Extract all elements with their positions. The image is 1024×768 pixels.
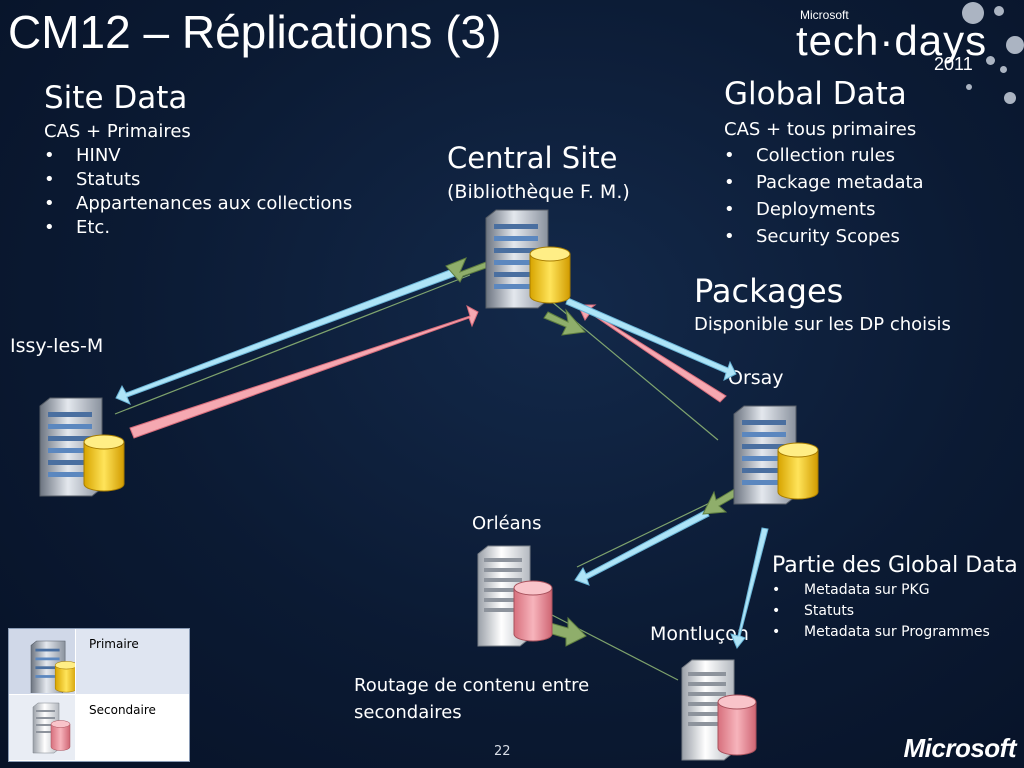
- list-item: HINV: [44, 144, 352, 168]
- techdays-year: 2011: [934, 54, 973, 74]
- list-item: Security Scopes: [724, 223, 924, 250]
- site-data-arrow-issy-to-central: [129, 304, 479, 439]
- global-data-subtitle: CAS + tous primaires: [724, 119, 917, 140]
- site-data-arrow: [129, 304, 727, 439]
- orsay-server-icon: [733, 405, 819, 505]
- list-item: Deployments: [724, 196, 924, 223]
- site-label-montlucon: Montluçon: [650, 623, 749, 645]
- global-data-arrow-central-to-orsay: [565, 297, 737, 381]
- global-data-heading: Global Data: [724, 76, 907, 112]
- partial-global-data-block: Partie des Global Data Metadata sur PKG …: [772, 552, 1018, 643]
- site-label-issy: Issy-les-M: [10, 335, 104, 357]
- global-data-arrow-orsay-to-orleans: [574, 509, 710, 586]
- slide-title: CM12 – Réplications (3): [8, 6, 502, 58]
- global-data-arrow: [115, 267, 769, 649]
- list-item: Package metadata: [724, 169, 924, 196]
- list-item: Statuts: [772, 601, 1018, 622]
- partial-global-data-heading: Partie des Global Data: [772, 553, 1018, 578]
- site-data-arrow-orsay-to-central: [577, 304, 727, 403]
- techdays-logo: tech·days: [796, 17, 988, 64]
- list-item: Etc.: [44, 216, 352, 240]
- link-line-orleans-orsay: [576, 497, 721, 568]
- microsoft-small-logo: Microsoft: [800, 8, 849, 22]
- packages-block: Packages Disponible sur les DP choisis: [694, 273, 951, 337]
- central-site-server-icon: [485, 209, 571, 309]
- package-arrow-central-orsay: [543, 308, 586, 336]
- content-routing-note-line2: secondaires: [354, 702, 462, 723]
- orleans-server-icon: [477, 545, 553, 647]
- montlucon-server-icon: [681, 659, 757, 761]
- content-routing-note: Routage de contenu entre secondaires: [354, 672, 589, 726]
- site-label-orsay: Orsay: [728, 367, 784, 389]
- legend-secondary-label: Secondaire: [89, 703, 156, 717]
- legend-primary-label: Primaire: [89, 637, 139, 651]
- package-arrow-issy-central: [445, 257, 490, 283]
- site-data-subtitle: CAS + Primaires: [44, 121, 191, 142]
- primary-server-icon: [30, 640, 78, 696]
- microsoft-brand-logo: Microsoft: [903, 733, 1017, 763]
- legend-table: Primaire Secondaire: [8, 628, 190, 762]
- site-data-block: Site Data CAS + Primaires HINV Statuts A…: [44, 80, 352, 240]
- legend-row-primary: Primaire: [9, 629, 189, 696]
- list-item: Metadata sur PKG: [772, 580, 1018, 601]
- link-line-issy-central: [114, 274, 471, 415]
- central-site-heading: Central Site: [447, 141, 618, 175]
- site-data-list: HINV Statuts Appartenances aux collectio…: [44, 144, 352, 240]
- page-number: 22: [494, 744, 511, 759]
- packages-subtitle: Disponible sur les DP choisis: [694, 314, 951, 335]
- global-data-arrow-central-to-issy: [115, 267, 459, 405]
- legend-primary-cell: [9, 629, 78, 696]
- list-item: Metadata sur Programmes: [772, 622, 1018, 643]
- site-data-heading: Site Data: [44, 80, 188, 116]
- global-data-list: Collection rules Package metadata Deploy…: [724, 142, 924, 250]
- legend-secondary-cell: [9, 695, 76, 760]
- packages-heading: Packages: [694, 272, 844, 310]
- list-item: Statuts: [44, 168, 352, 192]
- content-routing-note-line1: Routage de contenu entre: [354, 675, 590, 696]
- central-site-block: Central Site (Bibliothèque F. M.): [447, 140, 630, 204]
- central-site-subtitle: (Bibliothèque F. M.): [447, 181, 630, 203]
- global-data-arrow-orsay-to-montlucon: [730, 527, 769, 649]
- secondary-server-icon: [32, 702, 71, 754]
- issy-server-icon: [39, 397, 125, 497]
- list-item: Collection rules: [724, 142, 924, 169]
- site-label-orleans: Orléans: [472, 513, 542, 534]
- partial-global-data-list: Metadata sur PKG Statuts Metadata sur Pr…: [772, 580, 1018, 643]
- legend-row-secondary: Secondaire: [9, 695, 189, 760]
- list-item: Appartenances aux collections: [44, 192, 352, 216]
- global-data-block: Global Data CAS + tous primaires Collect…: [724, 76, 924, 250]
